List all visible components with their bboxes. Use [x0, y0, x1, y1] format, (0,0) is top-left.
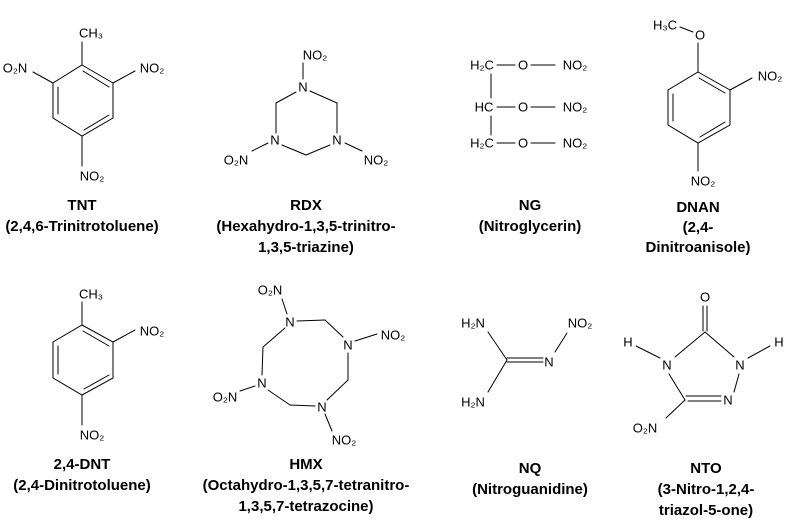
- molecule-ng: H₂C O NO₂ HC O NO₂ H₂C O NO₂ NG (Nitrogl…: [470, 58, 587, 236]
- atom-label: O₂N: [224, 153, 249, 168]
- atom-label: O₂N: [633, 421, 658, 436]
- atom-label: NO₂: [691, 174, 716, 189]
- atom-label: NO₂: [80, 169, 105, 184]
- molecule-hmx: O₂N N N N N NO₂ O₂N NO₂ HMX (Octahydro-1…: [203, 283, 410, 516]
- atom-label: O: [518, 100, 528, 115]
- molecule-name: (Hexahydro-1,3,5-trinitro-: [216, 218, 395, 235]
- molecule-name: (2,4-: [683, 219, 714, 236]
- molecule-nq: H₂N NO₂ N H₂N NQ (Nitroguanidine): [461, 316, 592, 499]
- molecule-dnt: CH₃ NO₂ NO₂ 2,4-DNT (2,4-Dinitrotoluene): [13, 287, 164, 495]
- atom-label: O: [518, 58, 528, 73]
- atom-label: O: [518, 136, 528, 151]
- atom-label: O₂N: [258, 283, 283, 298]
- atom-label: NO₂: [364, 153, 389, 168]
- atom-label: N: [735, 358, 744, 373]
- atom-label: N: [317, 400, 326, 415]
- dnt-bonds: [52, 301, 136, 426]
- rdx-bonds: [251, 62, 363, 156]
- molecule-abbrev: 2,4-DNT: [54, 456, 111, 473]
- atom-label: H₂C: [470, 58, 494, 73]
- molecule-abbrev: HMX: [289, 456, 322, 473]
- atom-label: NO₂: [563, 100, 588, 115]
- molecule-name: Dinitroanisole): [645, 239, 750, 256]
- atom-label: H₂N: [461, 316, 485, 331]
- atom-label: O₂N: [213, 390, 238, 405]
- atom-label: NO₂: [332, 433, 357, 448]
- atom-label: NO₂: [80, 428, 105, 443]
- nto-bonds: [635, 305, 771, 419]
- atom-label: N: [723, 393, 732, 408]
- molecule-name: (2,4-Dinitrotoluene): [13, 477, 151, 494]
- molecule-dnan: H₃C O NO₂ NO₂ DNAN (2,4- Dinitroanisole): [645, 18, 782, 257]
- atom-label: HC: [475, 100, 494, 115]
- atom-label: NO₂: [563, 136, 588, 151]
- molecule-name: (3-Nitro-1,2,4-: [658, 481, 755, 498]
- molecule-abbrev: RDX: [290, 197, 322, 214]
- atom-label: H: [774, 335, 783, 350]
- atom-label: NO₂: [140, 324, 165, 339]
- molecule-abbrev: NG: [519, 197, 542, 214]
- dnan-bonds: [667, 26, 753, 172]
- molecule-abbrev: TNT: [67, 197, 96, 214]
- atom-label: O₂N: [3, 61, 28, 76]
- atom-label: N: [270, 133, 279, 148]
- molecule-name: (Octahydro-1,3,5,7-tetranitro-: [203, 477, 410, 494]
- atom-label: NO₂: [568, 316, 593, 331]
- molecule-name: triazol-5-one): [659, 502, 753, 519]
- atom-label: NO₂: [563, 58, 588, 73]
- atom-label: N: [544, 355, 553, 370]
- nq-bonds: [487, 331, 568, 393]
- atom-label: O: [700, 290, 710, 305]
- atom-label: NO₂: [303, 48, 328, 63]
- atom-label: H: [623, 335, 632, 350]
- molecule-name: (Nitroguanidine): [472, 481, 588, 498]
- atom-label: CH₃: [79, 287, 103, 302]
- molecule-abbrev: NTO: [690, 460, 722, 477]
- molecule-name: 1,3,5-triazine): [258, 239, 354, 256]
- atom-label: N: [257, 376, 266, 391]
- tnt-bonds: [32, 41, 136, 167]
- atom-label: NO₂: [758, 69, 783, 84]
- atom-label: H₂N: [461, 395, 485, 410]
- atom-label: N: [332, 133, 341, 148]
- ng-bonds: [490, 64, 556, 144]
- atom-label: H₂C: [470, 136, 494, 151]
- atom-label: N: [285, 315, 294, 330]
- molecule-tnt: CH₃ O₂N NO₂ NO₂ TNT (2,4,6-Trinitrotolue…: [3, 26, 165, 236]
- molecule-name: (2,4,6-Trinitrotoluene): [5, 218, 158, 235]
- molecule-nto: O H N N H N O₂N NTO (3-Nitro-1,2,4- tria…: [623, 290, 783, 520]
- molecule-name: (Nitroglycerin): [479, 218, 582, 235]
- hmx-bonds: [239, 298, 378, 432]
- atom-label: CH₃: [79, 26, 103, 41]
- atom-label: N: [343, 338, 352, 353]
- molecule-abbrev: NQ: [519, 460, 542, 477]
- atom-label: H₃C: [653, 18, 677, 33]
- atom-label: NO₂: [140, 61, 165, 76]
- atom-label: NO₂: [381, 328, 406, 343]
- molecule-abbrev: DNAN: [676, 199, 719, 216]
- atom-label: O: [695, 28, 705, 43]
- molecule-rdx: NO₂ N N N O₂N NO₂ RDX (Hexahydro-1,3,5-t…: [216, 48, 395, 257]
- atom-label: N: [662, 358, 671, 373]
- atom-label: N: [298, 80, 307, 95]
- molecule-name: 1,3,5,7-tetrazocine): [238, 498, 373, 515]
